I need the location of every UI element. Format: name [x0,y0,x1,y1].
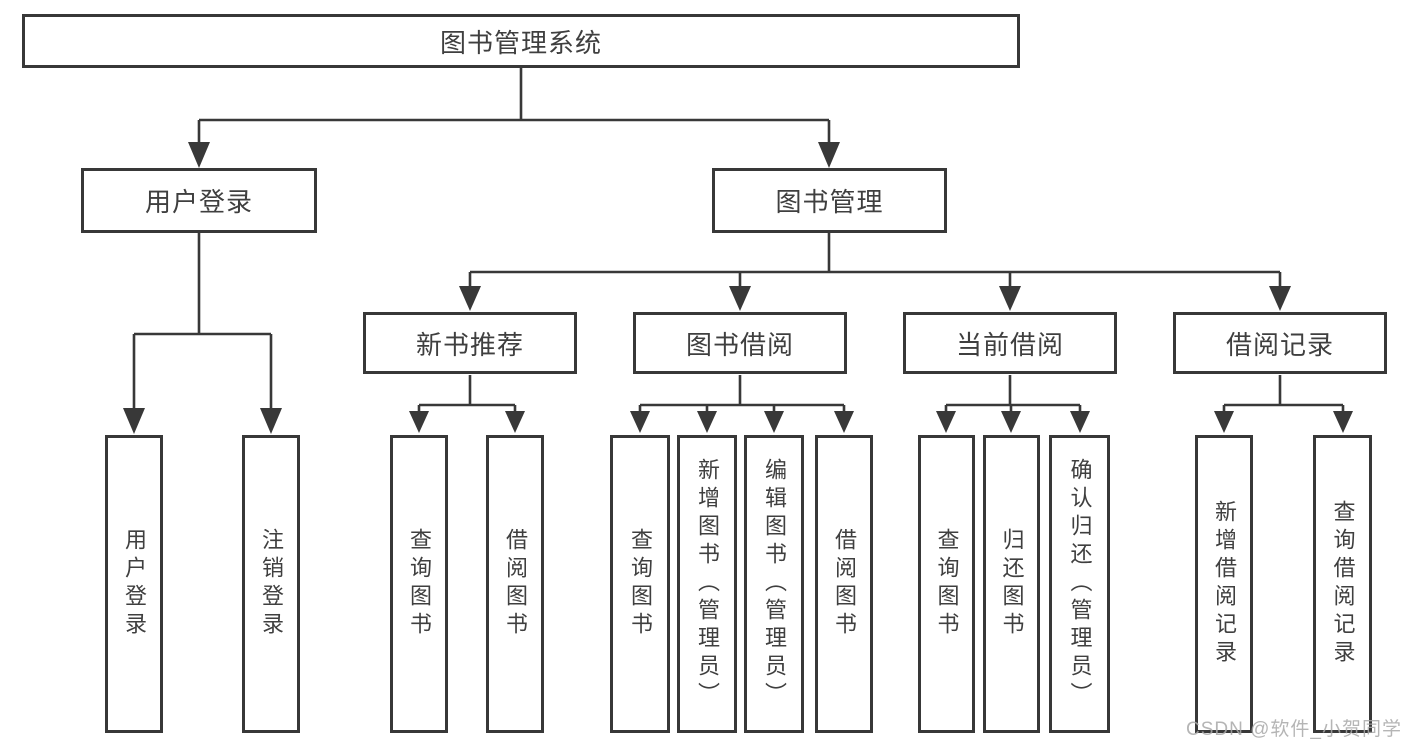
leaf-query-books-borrow-label: 查询图书 [628,528,653,640]
arrowhead-icon [1001,411,1021,433]
arrowhead-icon [409,411,429,433]
arrowhead-icon [260,408,282,434]
node-root: 图书管理系统 [22,14,1020,68]
node-book-management-label: 图书管理 [775,187,884,217]
arrowhead-icon [459,286,481,311]
leaf-user-login-label: 用户登录 [122,528,147,640]
edge-root-to-level2 [197,68,831,144]
arrowhead-icon [729,286,751,311]
leaf-query-books-current: 查询图书 [918,435,975,733]
leaf-confirm-return-admin-label: 确认归还（管理员） [1067,458,1093,710]
edge-bookmgmt-to-level3 [468,233,1282,288]
leaf-borrow-books-label: 借阅图书 [832,528,857,640]
edge-newrec-to-leaves [417,375,517,413]
arrowhead-icon [1333,411,1353,433]
arrowhead-icon [123,408,145,434]
leaf-borrow-books-recommend-label: 借阅图书 [503,528,528,640]
edge-userlogin-to-leaves [132,233,273,410]
arrowhead-icon [505,411,525,433]
node-book-borrow: 图书借阅 [633,312,847,374]
leaf-return-book: 归还图书 [983,435,1040,733]
node-book-borrow-label: 图书借阅 [685,329,794,360]
edge-currborrow-to-leaves [944,375,1082,413]
arrowhead-icon [697,411,717,433]
node-user-login: 用户登录 [81,168,317,233]
node-root-label: 图书管理系统 [439,27,602,58]
leaf-query-books-current-label: 查询图书 [934,528,960,640]
leaf-borrow-books-recommend: 借阅图书 [486,435,544,733]
arrowhead-icon [1070,411,1090,433]
leaf-edit-book-admin: 编辑图书（管理员） [744,435,804,733]
leaf-logout: 注销登录 [242,435,300,733]
arrowhead-icon [999,286,1021,311]
leaf-edit-book-admin-label: 编辑图书（管理员） [762,458,787,710]
leaf-user-login: 用户登录 [105,435,163,733]
arrowhead-icon [834,411,854,433]
leaf-query-books-borrow: 查询图书 [610,435,670,733]
node-current-borrow: 当前借阅 [903,312,1117,374]
edge-record-to-leaves [1222,375,1345,413]
edge-bookborrow-to-leaves [638,375,846,413]
leaf-query-borrow-record: 查询借阅记录 [1313,435,1372,733]
leaf-confirm-return-admin: 确认归还（管理员） [1049,435,1110,733]
arrowhead-icon [630,411,650,433]
arrowheads [123,142,1353,434]
node-user-login-label: 用户登录 [144,187,253,217]
arrowhead-icon [1269,286,1291,311]
leaf-return-book-label: 归还图书 [999,528,1025,640]
leaf-add-borrow-record: 新增借阅记录 [1195,435,1253,733]
node-current-borrow-label: 当前借阅 [955,329,1064,360]
leaf-add-borrow-record-label: 新增借阅记录 [1212,500,1237,668]
arrowhead-icon [764,411,784,433]
leaf-query-borrow-record-label: 查询借阅记录 [1330,500,1356,668]
leaf-query-books-recommend-label: 查询图书 [407,528,432,640]
leaf-borrow-books: 借阅图书 [815,435,873,733]
arrowhead-icon [818,142,840,168]
node-new-book-recommend-label: 新书推荐 [415,329,524,360]
leaf-logout-label: 注销登录 [259,528,284,640]
leaf-add-book-admin-label: 新增图书（管理员） [695,458,720,710]
arrowhead-icon [1214,411,1234,433]
node-book-management: 图书管理 [712,168,947,233]
arrowhead-icon [188,142,210,168]
arrowhead-icon [936,411,956,433]
leaf-query-books-recommend: 查询图书 [390,435,448,733]
node-borrow-records: 借阅记录 [1173,312,1387,374]
node-new-book-recommend: 新书推荐 [363,312,577,374]
leaf-add-book-admin: 新增图书（管理员） [677,435,737,733]
node-borrow-records-label: 借阅记录 [1225,329,1334,360]
watermark: CSDN @软件_小贺同学 [1186,719,1402,740]
